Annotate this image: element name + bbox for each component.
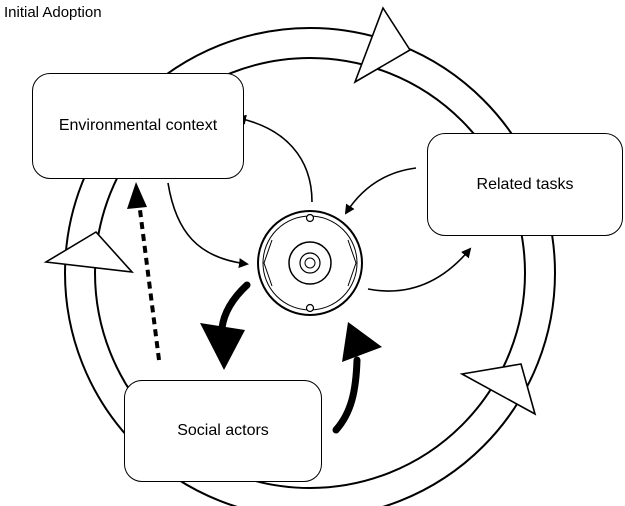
bold-arrow-center-to-social xyxy=(200,281,251,370)
dotted-arrow-social-to-environment xyxy=(127,182,161,361)
cycle-arrow-top-icon xyxy=(353,6,412,84)
arrow-center-to-related xyxy=(367,247,472,292)
node-environmental-context: Environmental context xyxy=(32,73,244,179)
node-related-tasks-label: Related tasks xyxy=(476,175,574,193)
node-related-tasks: Related tasks xyxy=(427,133,623,236)
cycle-ring xyxy=(64,27,556,506)
node-social-actors-label: Social actors xyxy=(177,422,269,439)
page-title: Initial Adoption xyxy=(4,4,102,21)
node-environmental-context-label: Environmental context xyxy=(58,117,218,134)
arrow-related-to-center xyxy=(344,167,417,215)
robot-vacuum-icon xyxy=(257,210,363,316)
cycle-arrow-left-icon xyxy=(43,230,135,274)
arrow-environment-to-center xyxy=(167,182,249,268)
arrow-center-to-environment xyxy=(236,114,313,203)
node-social-actors: Social actors xyxy=(124,380,322,482)
cycle-arrow-right-icon xyxy=(459,363,537,416)
bold-arrow-social-to-center xyxy=(332,322,382,434)
